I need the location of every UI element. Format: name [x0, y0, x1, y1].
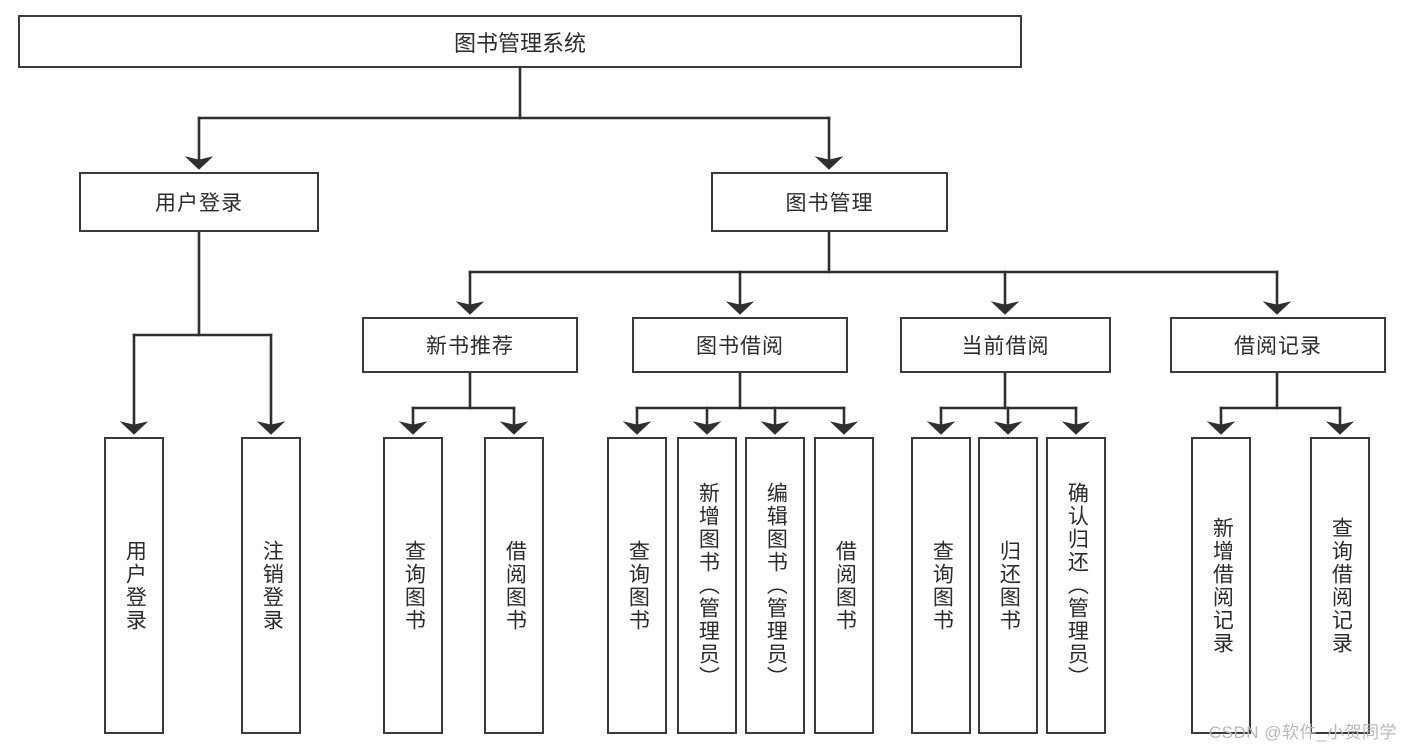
leaf-query-book-borrow[interactable]: 查询图书 [607, 437, 667, 734]
node-label: 图书管理系统 [453, 30, 586, 56]
node-root-system[interactable]: 图书管理系统 [18, 15, 1022, 68]
node-label: 注销登录 [260, 539, 284, 632]
node-borrow-record[interactable]: 借阅记录 [1170, 317, 1386, 373]
node-label: 编辑图书（管理员） [764, 482, 788, 689]
node-label: 借阅记录 [1234, 335, 1322, 358]
leaf-borrow-book[interactable]: 借阅图书 [814, 437, 874, 734]
node-label: 用户登录 [123, 539, 147, 632]
node-book-borrow[interactable]: 图书借阅 [632, 317, 848, 373]
node-label: 新增图书（管理员） [696, 482, 720, 689]
node-label: 新增借阅记录 [1210, 516, 1234, 655]
node-label: 借阅图书 [833, 539, 857, 632]
node-label: 查询借阅记录 [1329, 516, 1353, 655]
node-label: 用户登录 [155, 192, 243, 215]
node-label: 当前借阅 [961, 335, 1050, 358]
node-label: 查询图书 [626, 539, 650, 632]
leaf-return-book[interactable]: 归还图书 [978, 437, 1038, 734]
leaf-user-logout[interactable]: 注销登录 [241, 437, 301, 734]
node-label: 图书管理 [785, 192, 874, 215]
node-current-borrow[interactable]: 当前借阅 [900, 317, 1111, 373]
node-new-book-recommend[interactable]: 新书推荐 [362, 317, 578, 373]
leaf-edit-book-admin[interactable]: 编辑图书（管理员） [745, 437, 805, 734]
leaf-query-borrow-record[interactable]: 查询借阅记录 [1310, 437, 1370, 734]
leaf-user-login[interactable]: 用户登录 [104, 437, 164, 734]
node-label: 归还图书 [997, 539, 1021, 632]
leaf-add-book-admin[interactable]: 新增图书（管理员） [677, 437, 737, 734]
node-label: 查询图书 [930, 539, 954, 632]
leaf-query-book-current[interactable]: 查询图书 [911, 437, 971, 734]
leaf-query-book-recommend[interactable]: 查询图书 [383, 437, 443, 734]
node-label: 确认归还（管理员） [1065, 482, 1089, 689]
node-user-login[interactable]: 用户登录 [79, 172, 319, 232]
node-label: 借阅图书 [503, 539, 527, 632]
watermark: CSDN @软件_小贺同学 [1208, 723, 1397, 742]
node-label: 新书推荐 [426, 335, 514, 358]
node-label: 查询图书 [402, 539, 426, 632]
leaf-borrow-book-recommend[interactable]: 借阅图书 [484, 437, 544, 734]
node-book-management[interactable]: 图书管理 [711, 172, 948, 232]
leaf-add-borrow-record[interactable]: 新增借阅记录 [1191, 437, 1251, 734]
leaf-confirm-return-admin[interactable]: 确认归还（管理员） [1046, 437, 1106, 734]
node-label: 图书借阅 [696, 335, 784, 358]
